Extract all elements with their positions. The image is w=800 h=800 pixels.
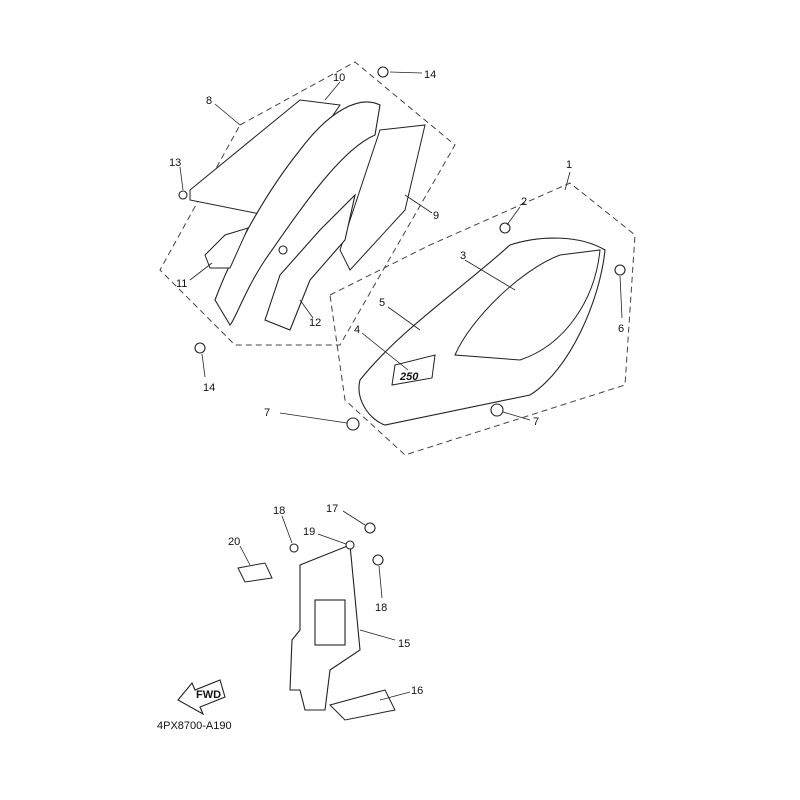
callouts: 1 2 3 4 5 6 7 7 8 9 10 11 12 13 14 14 15…: [169, 69, 624, 697]
grommet-14-top: [377, 66, 389, 78]
group-outline-8: [159, 61, 456, 346]
group-outline-1: [329, 182, 636, 456]
sticker-11: [204, 227, 249, 269]
callout-20: 20: [228, 536, 240, 548]
bolt-13: [178, 190, 188, 200]
callout-5: 5: [379, 297, 385, 309]
sticker-16: [329, 689, 396, 721]
box-window: [314, 599, 346, 646]
clip-19: [345, 540, 355, 550]
sticker-3: [454, 249, 601, 361]
sticker-20: [237, 562, 273, 583]
callout-7-left: 7: [264, 407, 270, 419]
grommet-7-left: [346, 417, 360, 431]
callout-8: 8: [206, 95, 212, 107]
callout-10: 10: [333, 72, 345, 84]
fwd-label: FWD: [196, 689, 221, 701]
guard-12: [264, 193, 356, 331]
boss: [278, 245, 288, 255]
grommet-14-bottom: [194, 342, 206, 354]
emblem-4: [391, 354, 436, 386]
callout-19: 19: [303, 526, 315, 538]
battery-box-assembly: [237, 522, 396, 721]
callout-9: 9: [433, 210, 439, 222]
grommet-2: [499, 222, 511, 234]
bolt-18-right: [372, 554, 384, 566]
callout-3: 3: [460, 250, 466, 262]
callout-14-top: 14: [424, 69, 436, 81]
right-side-cover-assembly: 250: [329, 182, 636, 456]
callout-6: 6: [618, 323, 624, 335]
callout-16: 16: [411, 685, 423, 697]
callout-17: 17: [326, 503, 338, 515]
bolt-6: [614, 264, 626, 276]
diagram-code: 4PX8700-A190: [157, 720, 232, 732]
callout-1: 1: [566, 159, 572, 171]
bolt-18-top: [289, 543, 299, 553]
callout-12: 12: [309, 317, 321, 329]
left-side-cover-assembly: [159, 61, 456, 354]
side-cover-8: [214, 101, 381, 326]
leader-lines: [179, 71, 623, 701]
bolt-17: [364, 522, 376, 534]
callout-13: 13: [169, 157, 181, 169]
sticker-9: [339, 124, 426, 271]
callout-18-top: 18: [273, 505, 285, 517]
callout-18-right: 18: [375, 602, 387, 614]
fwd-arrow-icon: FWD: [177, 679, 226, 716]
emblem-text: 250: [399, 371, 419, 383]
callout-2: 2: [521, 196, 527, 208]
callout-4: 4: [354, 324, 360, 336]
callout-15: 15: [398, 638, 410, 650]
callout-14-bottom: 14: [203, 382, 215, 394]
callout-7-right: 7: [533, 416, 539, 428]
grommet-7-right: [490, 403, 504, 417]
callout-11: 11: [176, 278, 187, 290]
